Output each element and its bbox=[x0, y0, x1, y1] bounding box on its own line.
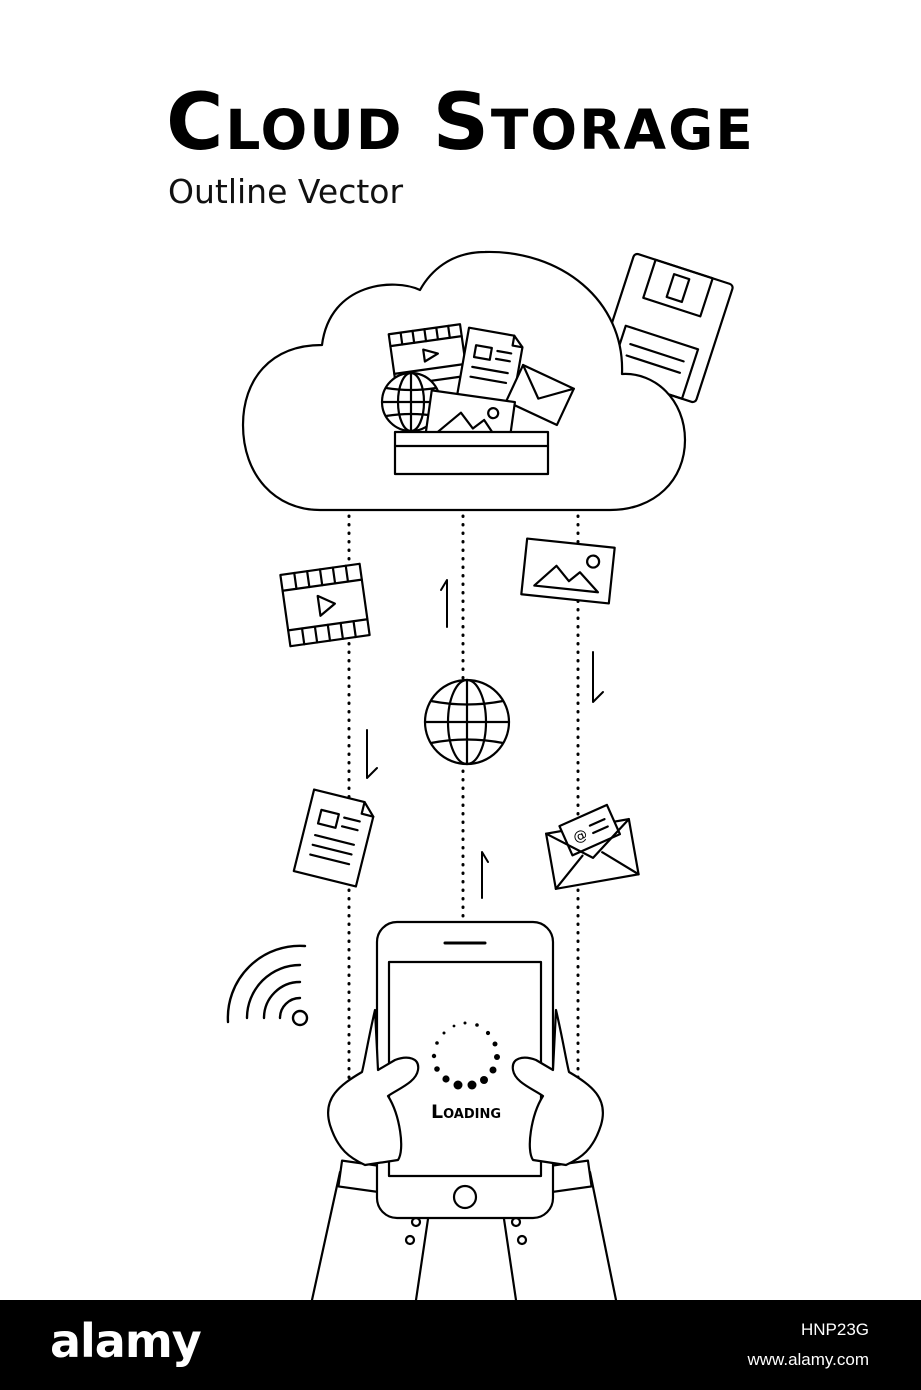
wifi-icon bbox=[226, 944, 309, 1027]
svg-text:@: @ bbox=[571, 826, 590, 846]
watermark-bar: alamy HNP23G www.alamy.com bbox=[0, 1300, 921, 1390]
image-icon bbox=[520, 537, 616, 605]
poster-subtitle: Outline Vector bbox=[168, 172, 404, 211]
globe-icon bbox=[423, 678, 511, 766]
poster-title: Cloud Storage bbox=[166, 78, 755, 168]
floppy-disk-icon bbox=[596, 252, 734, 404]
loading-label: Loading bbox=[431, 1101, 501, 1123]
hand-icon bbox=[327, 1008, 604, 1167]
file-box-icon bbox=[380, 323, 575, 476]
connection-lines bbox=[347, 514, 580, 1102]
loading-spinner-icon bbox=[431, 1021, 500, 1090]
poster: Cloud Storage Outline Vector bbox=[166, 78, 755, 1300]
video-icon bbox=[279, 562, 371, 648]
document-icon bbox=[292, 788, 375, 888]
site-url: www.alamy.com bbox=[747, 1350, 869, 1369]
arrow-icon bbox=[366, 579, 604, 899]
illustration: @ bbox=[226, 250, 734, 1300]
brand-logo: alamy bbox=[50, 1314, 202, 1368]
email-icon: @ bbox=[545, 803, 640, 890]
image-id: HNP23G bbox=[800, 1320, 869, 1339]
